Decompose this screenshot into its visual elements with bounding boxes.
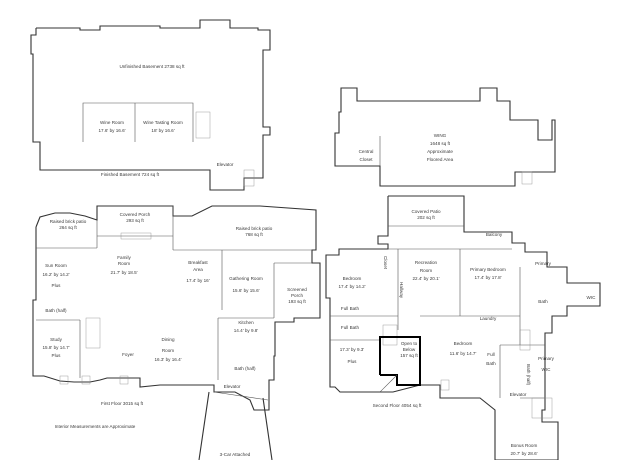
sun-room-plus: Plus <box>51 283 61 288</box>
screened-porch-label-3: 193 sq ft <box>288 299 306 304</box>
sun-room-name: Sun Room <box>45 263 67 268</box>
wine-rooms-outline <box>82 102 194 142</box>
laundry-label: Laundry <box>479 316 497 321</box>
raised-patio-left-label-2: 264 sq ft <box>59 225 77 230</box>
bedroom-mid-name: Bedroom <box>453 341 473 346</box>
bedroom-left-size: 17.4' by 14.2' <box>338 284 366 289</box>
family-room-size: 21.7' by 18.5' <box>110 270 138 275</box>
wing-outline <box>334 87 556 187</box>
wine-room-name: Wine Room <box>100 120 124 125</box>
garage-outline <box>198 391 210 460</box>
wing-label: WING <box>433 133 447 138</box>
dining-room-name-1: Dining <box>161 337 175 342</box>
open-to-below-label-1: Open to <box>400 341 418 346</box>
wine-tasting-room-name: Wine Tasting Room <box>143 120 183 125</box>
hallway-label: Hallway <box>399 282 404 299</box>
bedroom-small-plus: Plus <box>347 359 357 364</box>
wic-right-label: WIC <box>586 295 596 300</box>
dining-room-size: 16.3' by 16.4' <box>154 357 182 362</box>
covered-patio-label-2: 202 sq ft <box>417 215 435 220</box>
screened-porch-label-1: Screened <box>287 287 307 292</box>
raised-patio-right-label-2: 768 sq ft <box>245 232 263 237</box>
central-closet-label-1: Central <box>358 149 374 154</box>
primary-wic-label-1: Primary <box>538 356 554 361</box>
wing-note-2: Floored Area <box>426 157 454 162</box>
covered-porch-label-2: 293 sq ft <box>126 218 144 223</box>
wing-note-1: Approximate <box>427 149 453 154</box>
dining-room-name-2: Room <box>161 348 175 353</box>
first-floor-elevator-label: Elevator <box>223 384 241 389</box>
full-bath-label-2: Full Bath <box>340 325 360 330</box>
bath-half-left-label: Bath (half) <box>45 308 67 313</box>
primary-wic-label-2: WIC <box>541 367 551 372</box>
bonus-room-name: Bonus Room <box>510 443 538 448</box>
study-name: Study <box>50 337 62 342</box>
covered-porch-label-1: Covered Porch <box>119 212 151 217</box>
covered-patio-label-1: Covered Patio <box>411 209 441 214</box>
gathering-room-size: 15.6' by 15.6' <box>232 288 260 293</box>
closet-label: Closet <box>383 256 388 270</box>
interior-measurements-note: Interior Measurements are Approximate <box>54 424 136 429</box>
bedroom-small-size: 17.3' by 9.3' <box>339 347 365 352</box>
second-floor-bath-half-label: Bath (half) <box>526 364 531 386</box>
kitchen-size: 14.4' by 9.8' <box>233 328 259 333</box>
central-closet-label-2: Closet <box>359 157 373 162</box>
primary-bath-label-1: Primary <box>535 261 551 266</box>
foyer-label: Foyer <box>122 352 134 357</box>
sun-room-size: 16.2' by 14.2' <box>42 272 70 277</box>
recreation-room-size: 22.4' by 20.1' <box>412 276 440 281</box>
family-room-name-2: Room <box>117 261 131 266</box>
wing-area: 1648 sq ft <box>429 141 451 146</box>
balcony-label: Balcony <box>485 232 503 237</box>
first-floor-outline <box>32 205 321 411</box>
bedroom-mid-size: 11.6' by 14.7' <box>449 351 477 356</box>
primary-bedroom-name: Primary Bedroom <box>470 267 506 272</box>
breakfast-area-name-2: Area <box>193 267 203 272</box>
basement-outline <box>30 19 271 191</box>
raised-patio-left-label-1: Raised brick patio <box>49 219 87 224</box>
primary-bath-label-2: Bath <box>538 299 548 304</box>
primary-bedroom-size: 17.4' by 17.8' <box>474 275 502 280</box>
recreation-room-name-2: Room <box>419 268 433 273</box>
family-room-name-1: Family <box>117 255 131 260</box>
full-bath-mid-label-2: Bath <box>486 361 496 366</box>
second-floor-elevator-label: Elevator <box>509 392 527 397</box>
full-bath-mid-label-1: Full <box>487 352 495 357</box>
open-to-below-label-3: 157 sq ft <box>400 353 418 358</box>
full-bath-label-1: Full Bath <box>340 306 360 311</box>
bonus-room-size: 20.7' by 28.6' <box>510 451 538 456</box>
study-size: 15.8' by 14.7' <box>42 345 70 350</box>
bedroom-left-name: Bedroom <box>342 276 362 281</box>
wine-room-size: 17.6' by 16.6' <box>98 128 126 133</box>
first-floor-total: First Floor 3015 sq ft <box>100 401 144 406</box>
breakfast-area-name-1: Breakfast <box>188 260 208 265</box>
screened-porch-label-2: Porch <box>290 293 304 298</box>
raised-patio-right-label-1: Raised brick patio <box>235 226 273 231</box>
garage-label: 3-Car Attached <box>219 452 251 457</box>
wine-tasting-room-size: 18' by 16.6' <box>151 128 175 133</box>
recreation-room-name-1: Recreation <box>414 260 438 265</box>
gathering-room-name: Gathering Room <box>229 276 263 281</box>
basement-elevator-label: Elevator <box>216 162 234 167</box>
finished-basement-label: Finished Basement 724 sq ft <box>100 172 160 177</box>
second-floor-outline <box>325 195 601 460</box>
bath-half-right-label: Bath (half) <box>234 366 256 371</box>
kitchen-name: Kitchen <box>238 320 254 325</box>
study-plus: Plus <box>51 353 61 358</box>
unfinished-basement-label: Unfinished Basement 2738 sq ft <box>119 64 185 69</box>
breakfast-area-size: 17.4' by 16' <box>186 278 210 283</box>
second-floor-total: Second Floor 4054 sq ft <box>372 403 422 408</box>
open-to-below-label-2: Below <box>402 347 416 352</box>
